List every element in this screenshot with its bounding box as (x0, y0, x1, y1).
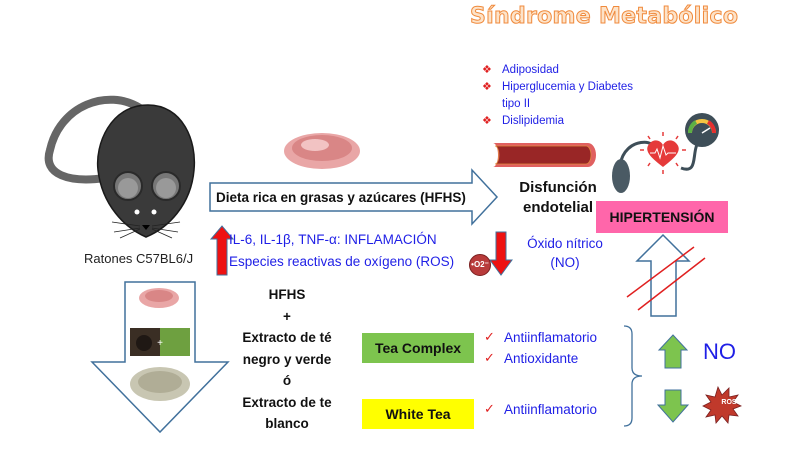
mouse-eye-left (134, 209, 140, 215)
mouse-eye-right (151, 209, 157, 215)
bullet-icon: ❖ (482, 115, 492, 127)
superoxide-badge: •O2⁻ (469, 254, 491, 276)
mouse-ear-right-inner (156, 178, 176, 198)
treatment-line: HFHS (268, 287, 306, 302)
mouse-icon (44, 95, 196, 239)
crossed-increase-arrow (626, 233, 706, 317)
ros-text: Especies reactivas de oxígeno (ROS) (229, 254, 455, 269)
nitric-line1: Óxido nítrico (527, 236, 603, 251)
svg-text:+: + (157, 338, 163, 349)
heart-icon (647, 140, 679, 167)
treatment-arrow (90, 281, 230, 434)
effect-label: Antiinflamatorio (504, 329, 598, 345)
treatment-line: Extracto de té (242, 330, 332, 345)
treatment-line: + (283, 308, 291, 324)
check-icon: ✓ (484, 329, 495, 344)
syndrome-item: ❖Hiperglucemia y Diabetes tipo II (482, 79, 642, 113)
nitric-oxide-outcome: NO (703, 339, 736, 364)
inflammation-text: IL-6, IL-1β, TNF-α: INFLAMACIÓN (229, 232, 437, 247)
blood-vessel-icon (493, 143, 596, 167)
mouse-nose (142, 225, 150, 230)
diet-arrow (209, 168, 499, 226)
bullet-icon: ❖ (482, 81, 492, 93)
decrease-arrow-icon (489, 231, 513, 276)
diet-arrow-label: Dieta rica en grasas y azúcares (HFHS) (216, 190, 466, 205)
green-down-arrow-icon (656, 389, 690, 423)
endothelial-line1: Disfunción (519, 179, 597, 196)
endothelial-dysfunction-label: Disfunción endotelial (503, 178, 613, 218)
syndrome-item: ❖Adiposidad (482, 62, 642, 79)
group-white-tea: White Tea (362, 399, 474, 429)
mouse-label: Ratones C57BL6/J (84, 251, 194, 266)
pellets-small-image (139, 288, 179, 308)
treatment-line: ó (282, 373, 292, 388)
mouse-body (96, 104, 196, 238)
effect-item: ✓ Antioxidante (484, 350, 578, 366)
black-green-tea-image: + (130, 328, 190, 356)
ros-burst-icon (702, 385, 742, 424)
mouse-tail (44, 95, 144, 184)
white-tea-image (130, 367, 190, 401)
blood-pressure-icon (612, 113, 719, 193)
nitric-oxide-label: Óxido nítrico (NO) (510, 234, 620, 272)
treatment-line: negro y verde (242, 351, 332, 367)
pellets-image (284, 133, 360, 169)
increase-arrow-icon (209, 225, 235, 276)
check-icon: ✓ (484, 350, 495, 365)
mouse-whiskers (111, 221, 181, 239)
brace (623, 325, 643, 427)
group-tea-complex: Tea Complex (362, 333, 474, 363)
ros-outcome-label: ROS (721, 399, 737, 406)
effect-label: Antioxidante (504, 350, 579, 366)
treatment-line: blanco (265, 416, 309, 431)
treatment-line: Extracto de te (242, 394, 332, 410)
syndrome-item: ❖Dislipidemia (482, 113, 642, 130)
effect-label: Antiinflamatorio (504, 401, 598, 417)
green-up-arrow-icon (657, 334, 689, 369)
check-icon: ✓ (484, 401, 495, 416)
syndrome-list: ❖Adiposidad ❖Hiperglucemia y Diabetes ti… (482, 62, 642, 130)
nitric-line2: (NO) (550, 255, 580, 270)
hypertension-badge: HIPERTENSIÓN (596, 201, 728, 233)
treatment-text: HFHS + Extracto de té negro y verde ó Ex… (222, 284, 352, 435)
page-title: Síndrome Metabólico (469, 4, 739, 30)
pump-bulb (612, 159, 630, 193)
effect-item: ✓ Antiinflamatorio (484, 401, 597, 417)
endothelial-line2: endotelial (522, 199, 593, 216)
effect-item: ✓ Antiinflamatorio (484, 329, 597, 345)
mouse-ear-left-inner (118, 178, 138, 198)
bullet-icon: ❖ (482, 64, 492, 76)
